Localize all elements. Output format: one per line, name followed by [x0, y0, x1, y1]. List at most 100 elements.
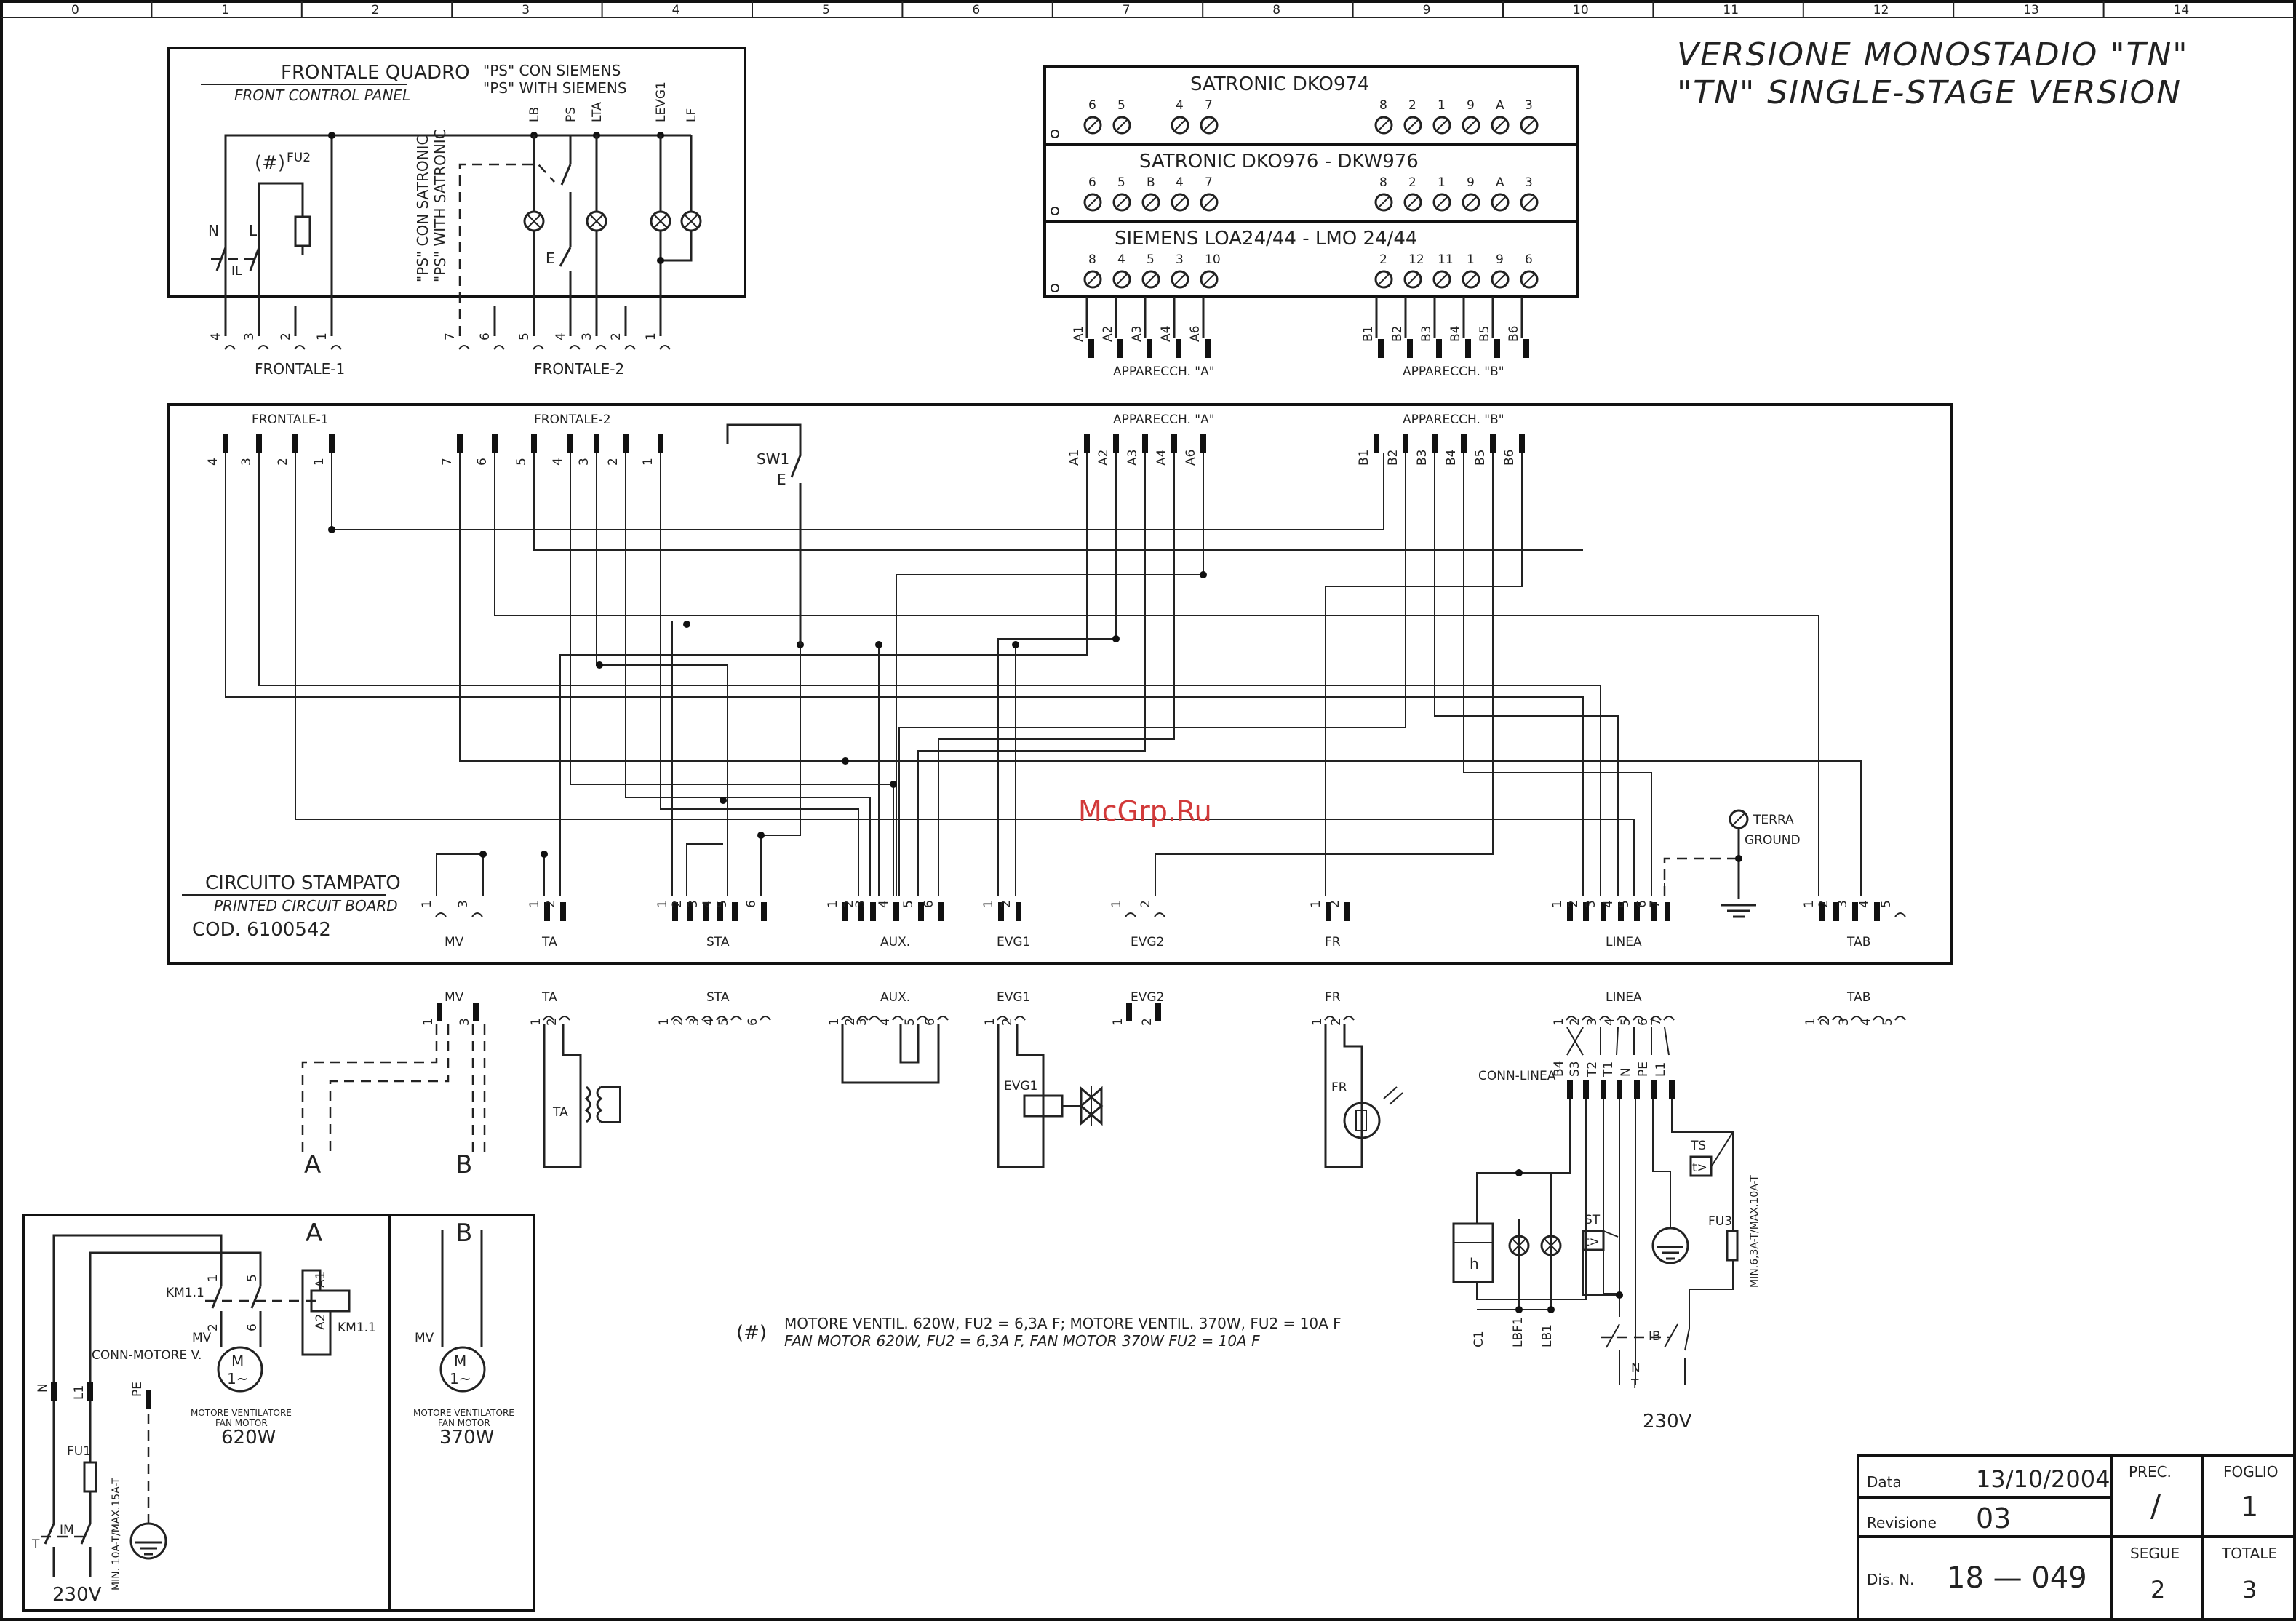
- frontale-2-socket: [533, 345, 544, 350]
- controller-terminal-label: 3: [1525, 175, 1533, 190]
- pcb-bottom-pin-label: 4: [1857, 900, 1872, 908]
- ext-connector-name: EVG2: [1131, 990, 1164, 1005]
- controller-terminal-slot: [1145, 274, 1157, 285]
- pcb-bottom-pin: [1852, 902, 1858, 921]
- c1-label: C1: [1472, 1331, 1486, 1347]
- motor-a-supply-pin: [87, 1382, 93, 1401]
- controller-terminal: [1112, 193, 1131, 212]
- appliance-a-connector: [1205, 339, 1211, 358]
- pcb-trace: [898, 453, 1406, 896]
- pcb-connector-name: STA: [706, 935, 730, 949]
- pcb-bottom-pin-label: 1: [1309, 900, 1323, 908]
- pcb-top-pin: [492, 434, 498, 453]
- frontale-1-socket: [330, 345, 342, 350]
- pcb-trace: [596, 453, 728, 896]
- controller-terminal: [1462, 116, 1480, 135]
- controller-terminal-label: 2: [1408, 98, 1416, 113]
- linea-lamp: [1540, 1235, 1562, 1256]
- ib-t-label: T: [1630, 1377, 1639, 1392]
- pcb-bottom-pin-label: 2: [670, 900, 685, 908]
- ext-connector-socket: [730, 1016, 742, 1021]
- ext-connector-pin-label: 3: [1585, 1018, 1600, 1026]
- controller-terminal: [1403, 116, 1422, 135]
- controller-terminal-label: 9: [1467, 98, 1475, 113]
- ext-connector-name: AUX.: [880, 990, 910, 1005]
- controller-terminal-label: 12: [1408, 252, 1424, 267]
- label-n: N: [208, 222, 219, 239]
- controller-terminal-label: 8: [1379, 98, 1387, 113]
- pcb-top-pin-label: A4: [1155, 450, 1169, 466]
- ext-connector-pin-label: 4: [702, 1018, 717, 1026]
- ext-connector-pin-label: 4: [878, 1018, 893, 1026]
- ext-connector-pin-label: 2: [843, 1018, 858, 1026]
- pcb-bottom-pin-label: 1: [981, 900, 996, 908]
- pcb-trace: [625, 453, 871, 896]
- pcb-bottom-pin: [1819, 902, 1825, 921]
- pcb-top-pin-label: B5: [1473, 450, 1488, 466]
- ext-connector-pin-label: 4: [1603, 1018, 1617, 1026]
- controller-terminal: [1520, 270, 1539, 289]
- controller-terminal: [1083, 193, 1102, 212]
- pcb-junction: [1200, 571, 1207, 578]
- controller-terminal-label: 6: [1088, 175, 1096, 190]
- pcb-top-pin: [1519, 434, 1525, 453]
- conn-linea-connector: [1651, 1080, 1657, 1099]
- controller-terminal-label: 1: [1438, 98, 1446, 113]
- linea-junction: [1515, 1169, 1523, 1176]
- linea-wire: [1671, 1099, 1734, 1231]
- pcb-junction: [596, 661, 603, 669]
- pcb-bottom-pin-label: 2: [1566, 900, 1581, 908]
- ib-switch-contact: [1606, 1323, 1620, 1348]
- controller-loa24: SIEMENS LOA24/44 - LMO 24/44: [1115, 228, 1417, 250]
- controller-terminal-slot: [1378, 196, 1390, 208]
- motor-a-conn: CONN-MOTORE V.: [92, 1348, 202, 1363]
- label-l: L: [249, 222, 258, 239]
- ext-connector-name: EVG1: [997, 990, 1030, 1005]
- ext-connector-socket: [1343, 1016, 1355, 1021]
- linea-wire: [1652, 1099, 1671, 1228]
- note-italian: MOTORE VENTIL. 620W, FU2 = 6,3A F; MOTOR…: [784, 1315, 1342, 1332]
- frontale-2-pin: 6: [478, 332, 493, 340]
- appliance-b-connector: [1465, 339, 1471, 358]
- tb-dis-value: 18 — 049: [1947, 1561, 2087, 1595]
- controller-terminal: [1374, 116, 1393, 135]
- motor-a-km11-coil: KM1.1: [338, 1321, 376, 1335]
- pcb-top-pin: [1084, 434, 1090, 453]
- controller-terminal-label: 9: [1496, 252, 1504, 267]
- pcb-bottom-pin-label: 1: [826, 900, 840, 908]
- controller-terminal: [1491, 116, 1510, 135]
- tb-totale-label: TOTALE: [2221, 1545, 2277, 1562]
- pcb-bottom-pin: [1874, 902, 1880, 921]
- controller-terminal: [1171, 270, 1189, 289]
- motor-a-im: IM: [60, 1523, 74, 1537]
- controller-terminal-slot: [1407, 196, 1419, 208]
- appliance-b-connector: [1378, 339, 1384, 358]
- controller-dko976: SATRONIC DKO976 - DKW976: [1139, 151, 1419, 172]
- ext-connector-name: LINEA: [1606, 990, 1642, 1005]
- frontale-2-pin: 1: [644, 332, 658, 340]
- motor-b-icon: [439, 1346, 486, 1393]
- pcb-top-pin: [1374, 434, 1379, 453]
- appliance-a-connector: [1117, 339, 1123, 358]
- controller-terminal: [1462, 270, 1480, 289]
- controller-terminal-slot: [1436, 196, 1448, 208]
- ps-siemens-it: "PS" CON SIEMENS: [483, 62, 621, 79]
- ext-connector-socket: [1014, 1016, 1026, 1021]
- pcb-trace: [1155, 453, 1494, 896]
- pcb-bottom-pin-label: 6: [922, 900, 936, 908]
- pcb-bottom-pin: [893, 902, 899, 921]
- pcb-trace: [997, 453, 1117, 896]
- pcb-bottom-pin-label: 6: [744, 900, 759, 908]
- controller-terminal-label: 10: [1205, 252, 1221, 267]
- pcb-top-pin-label: 2: [276, 458, 290, 466]
- motor-b-power: 370W: [439, 1427, 494, 1449]
- frontale-2-pin: 3: [580, 332, 594, 340]
- controller-terminal-label: 11: [1438, 252, 1454, 267]
- controller-terminal-label: 2: [1408, 175, 1416, 190]
- motor-a-label: A: [306, 1219, 322, 1248]
- frontale-2-label: FRONTALE-2: [534, 360, 624, 378]
- pcb-top-pin: [1432, 434, 1438, 453]
